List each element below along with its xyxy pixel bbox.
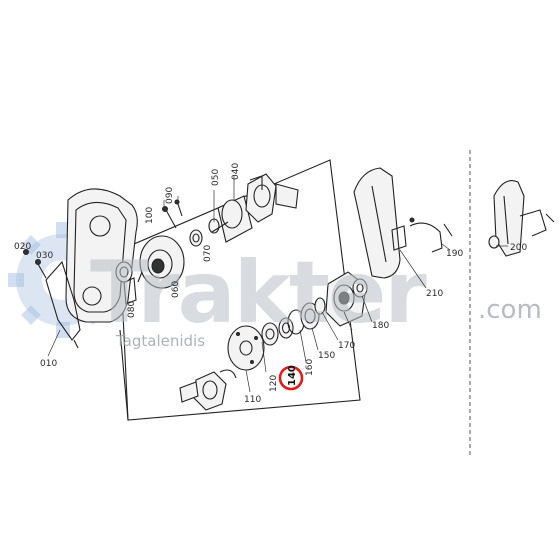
- label-120: 120: [269, 375, 279, 392]
- watermark-tagline: Tagtalenidis: [115, 332, 205, 350]
- right-cover-210: [353, 167, 407, 279]
- label-060: 060: [171, 281, 181, 298]
- label-040: 040: [231, 163, 241, 180]
- label-070: 070: [203, 245, 213, 262]
- label-080: 080: [127, 301, 137, 318]
- assembly-200: [488, 180, 555, 257]
- cover-plate-110: [227, 325, 265, 371]
- bolt-090-100: [162, 199, 183, 229]
- leader-lines: [47, 176, 508, 393]
- label-110: 110: [244, 395, 261, 405]
- ring-180: [352, 278, 368, 298]
- label-160: 160: [305, 359, 315, 376]
- label-100: 100: [145, 207, 155, 224]
- label-030: 030: [36, 251, 53, 261]
- label-010: 010: [40, 359, 57, 369]
- label-200: 200: [510, 243, 527, 253]
- flange-housing-060: [137, 235, 185, 289]
- drive-coupling-040: [245, 173, 299, 223]
- bracket-and-bolts: [23, 249, 81, 349]
- label-210: 210: [426, 289, 443, 299]
- label-050: 050: [211, 169, 221, 186]
- chain-case-housing: [65, 188, 138, 323]
- label-180: 180: [372, 321, 389, 331]
- label-150: 150: [318, 351, 335, 361]
- seal-170: [314, 297, 326, 315]
- label-090: 090: [165, 187, 175, 204]
- sprocket-shaft-050: [208, 195, 253, 243]
- ring-070: [189, 229, 203, 247]
- bearing-150: [300, 302, 320, 330]
- circlip-140: [278, 317, 294, 339]
- bearing-080: [115, 261, 133, 283]
- bracket-190: [409, 217, 453, 253]
- label-140: 140: [287, 365, 298, 386]
- label-170: 170: [338, 341, 355, 351]
- lower-coupling: [179, 369, 237, 411]
- highlight-circle: [278, 365, 304, 391]
- highlight-marker: 140: [278, 365, 304, 391]
- label-020: 020: [14, 242, 31, 252]
- label-190: 190: [446, 249, 463, 259]
- washer-120: [261, 322, 279, 346]
- watermark-brand: Trakter: [90, 243, 427, 343]
- watermark-domain: .com: [478, 295, 542, 325]
